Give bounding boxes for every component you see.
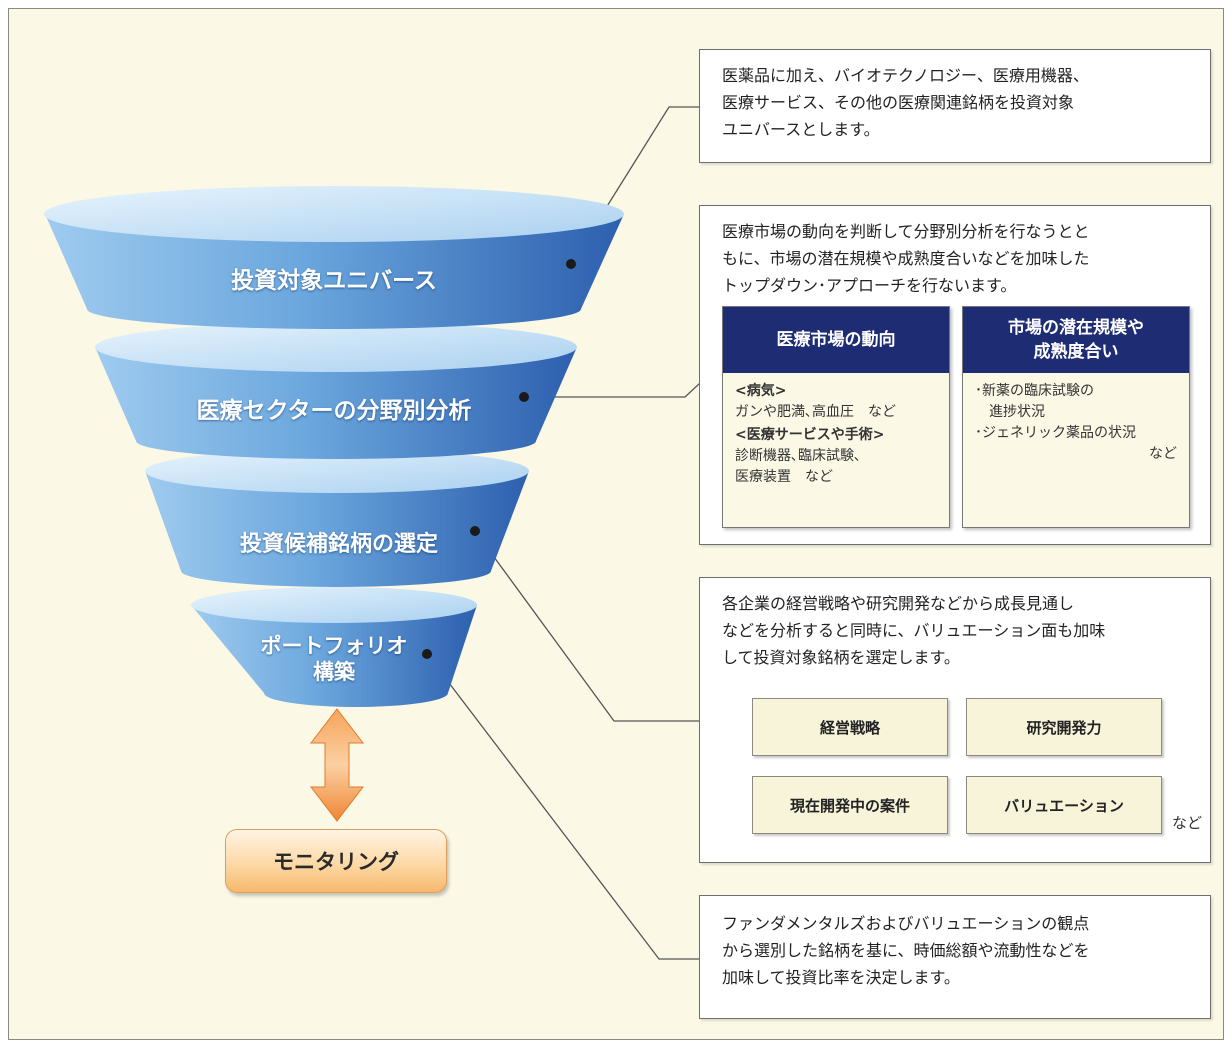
- universe-description-box: 医薬品に加え、バイオテクノロジー、医療用機器、 医療サービス、その他の医療関連銘…: [699, 49, 1211, 163]
- sector-analysis-description: 医療市場の動向を判断して分野別分析を行なうとと もに、市場の潜在規模や成熟度合い…: [722, 222, 1090, 295]
- factors-etc: など: [1172, 814, 1203, 832]
- diagram-canvas: 投資対象ユニバース 医療セクターの分野別分析 投資候補銘柄の選定 ポートフォリオ…: [8, 8, 1224, 1040]
- portfolio-construction-box: ファンダメンタルズおよびバリュエーションの観点 から選別した銘柄を基に、時価総額…: [699, 895, 1211, 1019]
- market-potential-etc: など: [1149, 446, 1177, 462]
- connector-dot-sector: [519, 392, 529, 402]
- factor-management-strategy: 経営戦略: [752, 698, 948, 756]
- disease-heading: <病気>: [735, 383, 787, 399]
- connector-dot-selection: [470, 526, 480, 536]
- tier-label-universe: 投資対象ユニバース: [231, 268, 437, 294]
- connector-line-selection: [474, 530, 699, 722]
- portfolio-construction-description: ファンダメンタルズおよびバリュエーションの観点 から選別した銘柄を基に、時価総額…: [722, 914, 1090, 987]
- market-trend-column: 医療市場の動向 <病気> ガンや肥満､高血圧 など <医療サービスや手術> 診断…: [722, 306, 950, 528]
- stock-selection-box: 各企業の経営戦略や研究開発などから成長見通し などを分析すると同時に、バリュエー…: [699, 577, 1211, 863]
- universe-description: 医薬品に加え、バイオテクノロジー、医療用機器、 医療サービス、その他の医療関連銘…: [722, 66, 1089, 139]
- medical-service-heading: <医療サービスや手術>: [735, 427, 885, 443]
- market-potential-column: 市場の潜在規模や 成熟度合い ･新薬の臨床試験の 進捗状況 ･ジェネリック薬品の…: [962, 306, 1190, 528]
- funnel-tier-3: [145, 449, 529, 587]
- double-arrow-icon: [309, 708, 365, 822]
- clinical-trial-item: ･新薬の臨床試験の 進捗状況: [975, 383, 1094, 420]
- sector-analysis-box: 医療市場の動向を判断して分野別分析を行なうとと もに、市場の潜在規模や成熟度合い…: [699, 205, 1211, 545]
- generic-drug-item: ･ジェネリック薬品の状況: [975, 425, 1136, 441]
- market-potential-title: 市場の潜在規模や 成熟度合い: [963, 307, 1189, 373]
- funnel-tier-1: [44, 186, 624, 329]
- funnel-tier-2: [95, 322, 577, 459]
- funnel-tier-4: [191, 587, 477, 707]
- medical-service-examples: 診断機器､臨床試験､ 医療装置 など: [735, 448, 861, 485]
- market-trend-title: 医療市場の動向: [723, 307, 949, 373]
- factor-rd-capability: 研究開発力: [966, 698, 1162, 756]
- funnel-graphic: [44, 106, 714, 960]
- factor-valuation: バリュエーション: [966, 776, 1162, 834]
- monitoring-badge: モニタリング: [225, 829, 447, 893]
- factor-pipeline: 現在開発中の案件: [752, 776, 948, 834]
- connector-dot-universe: [566, 259, 576, 269]
- connector-line-portfolio: [426, 653, 699, 960]
- tier-label-candidate-selection: 投資候補銘柄の選定: [239, 532, 438, 557]
- stock-selection-description: 各企業の経営戦略や研究開発などから成長見通し などを分析すると同時に、バリュエー…: [722, 594, 1106, 667]
- disease-examples: ガンや肥満､高血圧 など: [735, 404, 896, 420]
- tier-label-portfolio: ポートフォリオ 構築: [260, 634, 408, 685]
- tier-label-sector-analysis: 医療セクターの分野別分析: [196, 398, 472, 424]
- connector-dot-portfolio: [422, 649, 432, 659]
